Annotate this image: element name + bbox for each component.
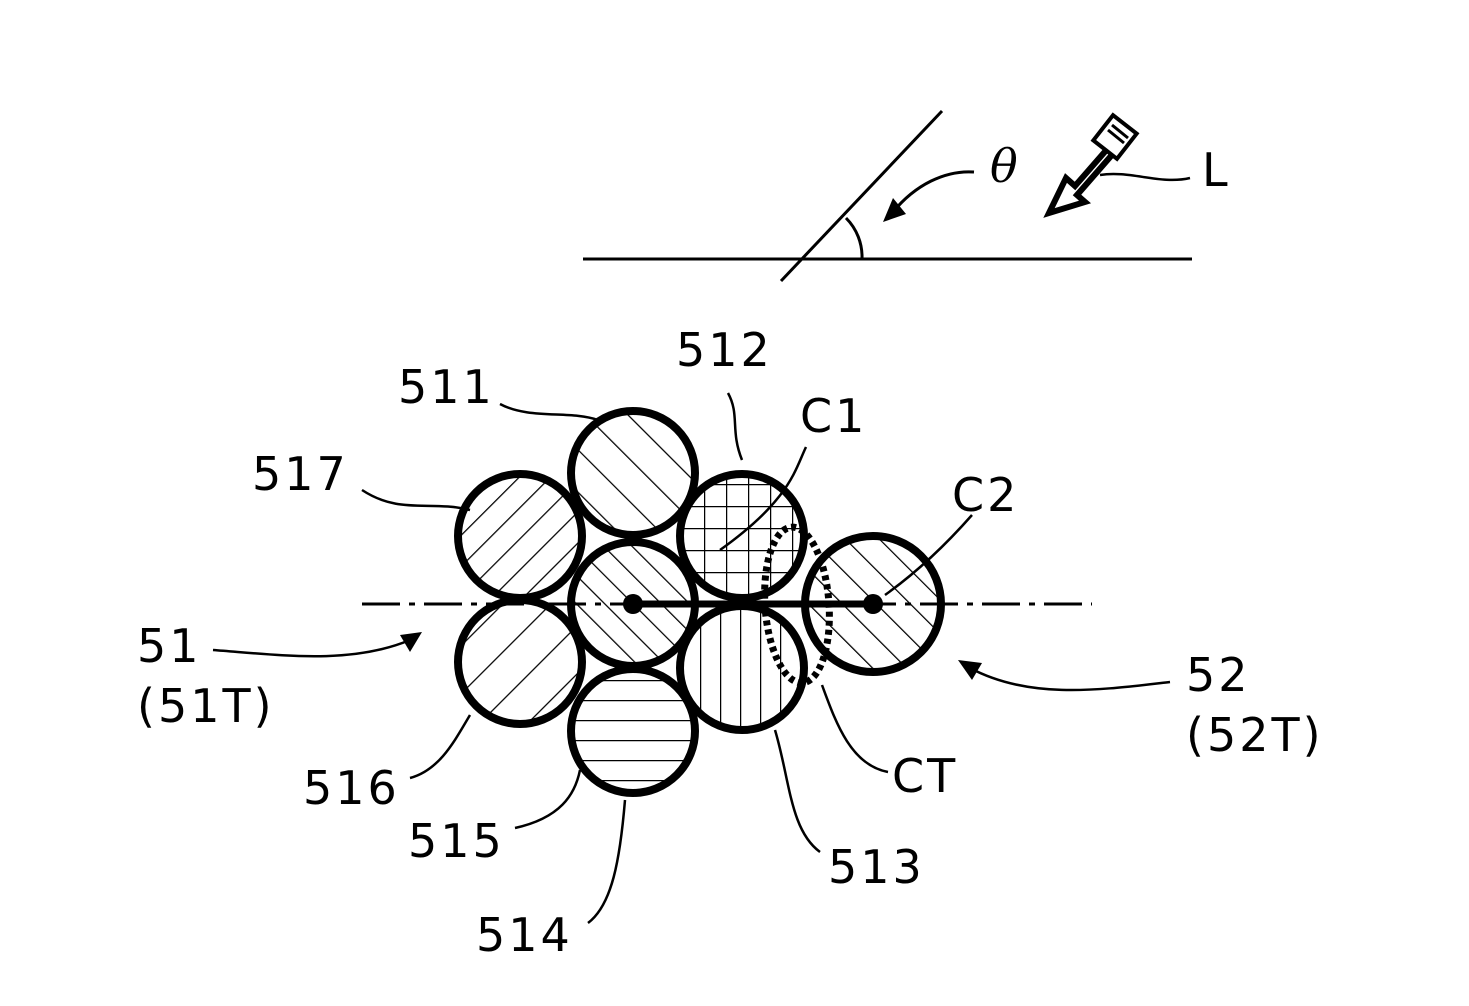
leader-lines — [212, 392, 1171, 924]
leader-511 — [499, 402, 599, 422]
label-ct: CT — [892, 749, 958, 803]
wire-516 — [454, 596, 586, 728]
inclined-line — [779, 109, 944, 283]
label-512: 512 — [676, 323, 773, 377]
leader-513 — [773, 729, 821, 854]
leader-514 — [587, 799, 627, 924]
label-516: 516 — [303, 761, 400, 815]
label-517: 517 — [252, 447, 349, 501]
label-514: 514 — [476, 908, 573, 962]
arrowhead-51 — [400, 632, 422, 652]
contact-region-ct — [761, 523, 833, 687]
label-c2: C2 — [952, 468, 1019, 522]
incidence-angle-diagram: θ L — [583, 109, 1231, 283]
label-51: 51 — [137, 619, 202, 673]
wire-513 — [676, 602, 808, 734]
label-52: 52 — [1186, 648, 1251, 702]
wire-517 — [454, 470, 586, 602]
label-52t: (52T) — [1186, 708, 1324, 762]
center-point-c1 — [623, 594, 643, 614]
label-515: 515 — [408, 814, 505, 868]
light-label: L — [1202, 143, 1231, 197]
leader-517 — [361, 488, 471, 512]
wire-515 — [567, 665, 699, 797]
wire-511 — [567, 407, 699, 539]
leader-52 — [969, 666, 1171, 692]
wire-bundle-51 — [454, 407, 808, 797]
label-513: 513 — [828, 840, 925, 894]
wire-512 — [676, 470, 808, 602]
leader-c1 — [719, 446, 808, 552]
label-511: 511 — [398, 360, 495, 414]
leader-ct — [820, 684, 889, 774]
leader-c2 — [884, 514, 973, 597]
theta-label: θ — [990, 139, 1018, 193]
theta-leader-arrow — [891, 170, 975, 213]
leader-512 — [726, 392, 744, 461]
leader-515 — [514, 769, 582, 830]
leader-516 — [409, 714, 472, 780]
label-c1: C1 — [800, 389, 867, 443]
angle-arc — [844, 216, 864, 260]
label-51t: (51T) — [137, 679, 275, 733]
center-point-c2 — [863, 594, 883, 614]
light-leader-line — [1099, 172, 1191, 182]
leader-51 — [212, 638, 411, 658]
arrowhead-52 — [958, 660, 982, 680]
light-direction-arrow-icon — [1043, 112, 1140, 218]
theta-arrowhead — [883, 198, 906, 222]
